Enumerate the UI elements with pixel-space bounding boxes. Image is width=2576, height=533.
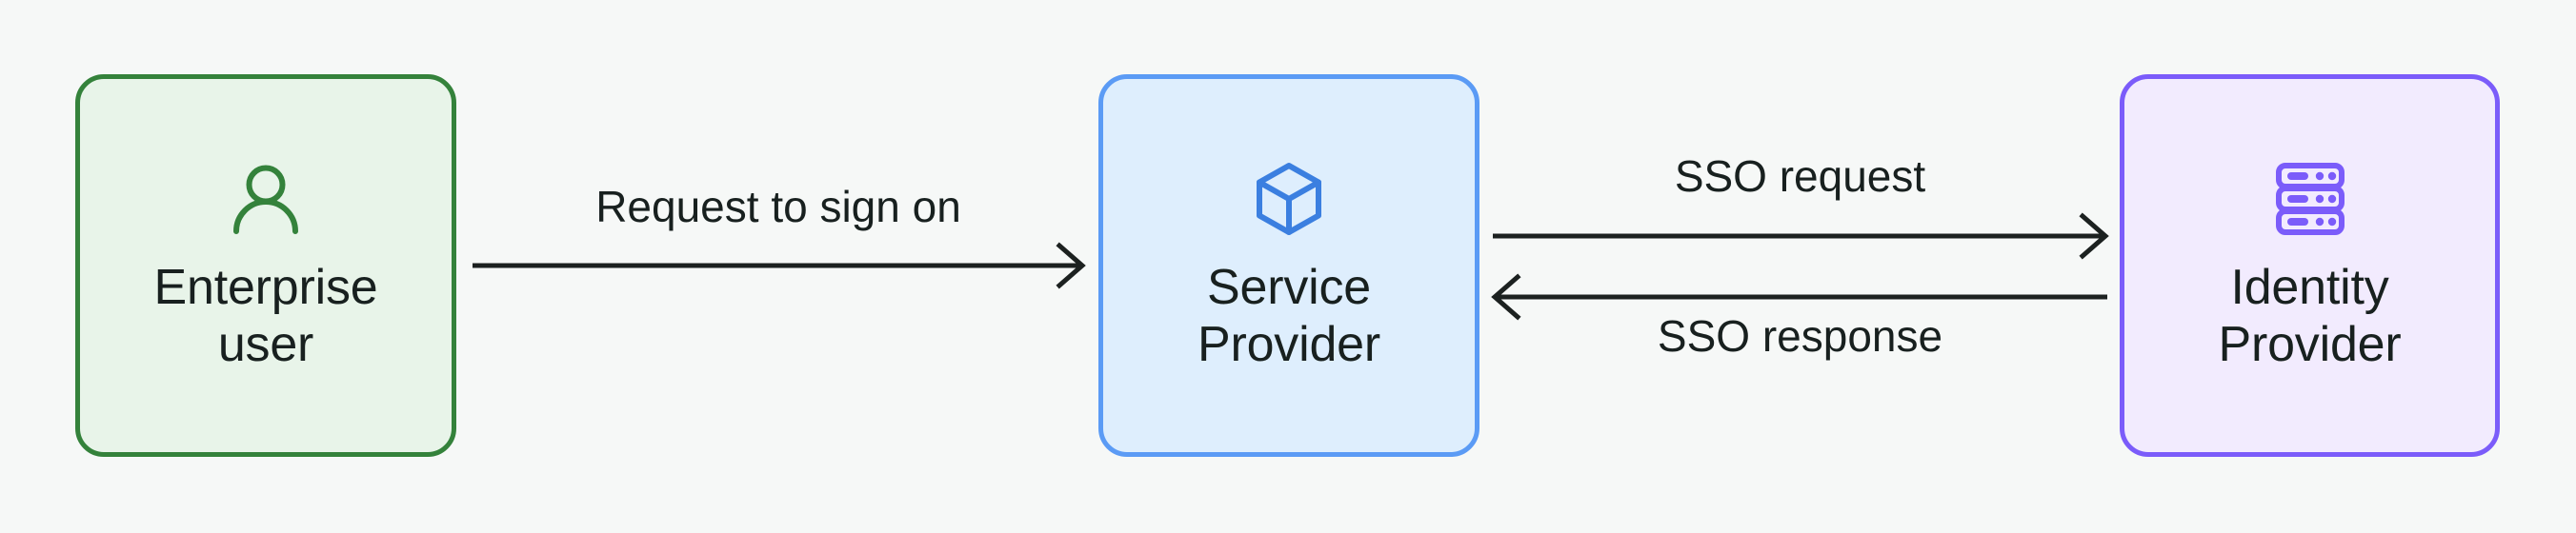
cube-icon [1249,159,1329,244]
server-icon [2270,159,2350,244]
node-label-service-provider: Service Provider [1197,259,1381,372]
edge-label-sso-request: SSO request [1674,151,1926,201]
edge-sso-request [1493,212,2109,260]
node-identity-provider[interactable]: Identity Provider [2120,74,2500,457]
edge-request-sign-on [473,242,1086,289]
node-service-provider[interactable]: Service Provider [1098,74,1479,457]
node-label-enterprise-user: Enterprise user [153,259,378,372]
edge-label-sso-response: SSO response [1657,311,1943,361]
user-icon [226,159,306,244]
node-enterprise-user[interactable]: Enterprise user [75,74,456,457]
node-label-identity-provider: Identity Provider [2218,259,2402,372]
edge-label-request-sign-on: Request to sign on [595,182,961,231]
